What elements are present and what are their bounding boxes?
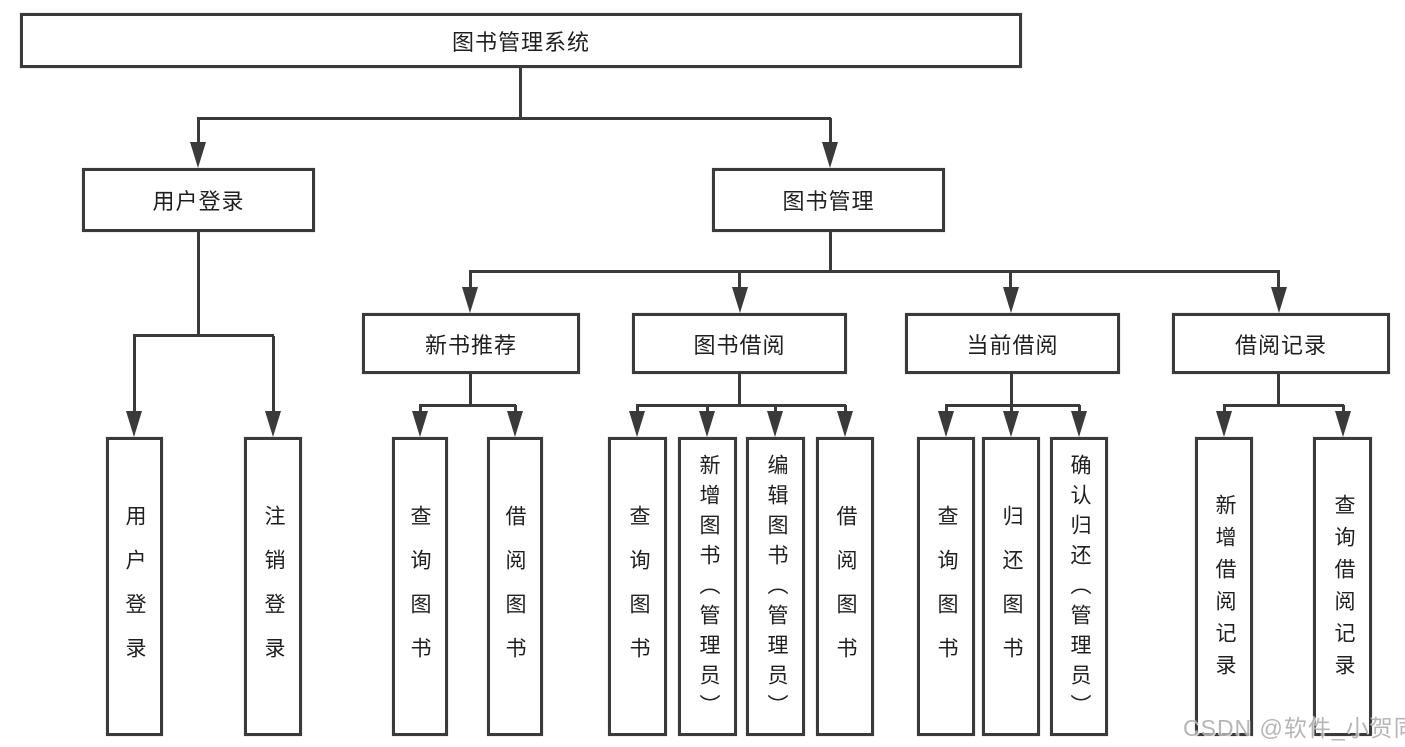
connector-line <box>636 404 846 407</box>
leaf-user-login: 用户登录 <box>106 437 163 736</box>
leaf-query-borrow-record: 查询借阅记录 <box>1313 437 1372 736</box>
leaf-borrow-books: 借阅图书 <box>816 437 874 736</box>
arrowhead-icon <box>507 411 523 437</box>
connector-line <box>469 372 472 406</box>
arrowhead-icon <box>1003 411 1019 437</box>
arrowhead-icon <box>265 411 281 437</box>
arrowhead-icon <box>126 411 142 437</box>
connector-line <box>1277 271 1280 288</box>
arrowhead-icon <box>699 411 715 437</box>
arrowhead-icon <box>629 411 645 437</box>
connector-line <box>774 405 777 412</box>
connector-line <box>272 336 275 412</box>
node-book-management: 图书管理 <box>712 168 945 232</box>
connector-line <box>829 230 832 271</box>
arrowhead-icon <box>1271 287 1287 313</box>
node-user-login: 用户登录 <box>82 168 315 232</box>
node-new-book-recommend: 新书推荐 <box>362 313 580 374</box>
connector-line <box>197 118 200 143</box>
connector-line <box>1009 271 1012 288</box>
arrowhead-icon <box>462 287 478 313</box>
node-book-borrow: 图书借阅 <box>632 313 847 374</box>
leaf-query-books-current: 查询图书 <box>917 437 975 736</box>
arrowhead-icon <box>938 411 954 437</box>
leaf-add-book-admin: 新增图书（管理员） <box>678 437 737 736</box>
connector-line <box>738 271 741 288</box>
arrowhead-icon <box>1335 411 1351 437</box>
connector-line <box>945 405 948 412</box>
connector-line <box>419 405 422 412</box>
connector-line <box>469 271 472 288</box>
leaf-query-books-recommend: 查询图书 <box>392 437 448 736</box>
connector-line <box>1010 405 1013 412</box>
node-current-borrow: 当前借阅 <box>905 313 1120 374</box>
connector-line <box>1277 372 1280 405</box>
leaf-add-borrow-record: 新增借阅记录 <box>1195 437 1253 736</box>
connector-line <box>133 334 274 337</box>
connector-line <box>636 405 639 412</box>
arrowhead-icon <box>1071 411 1087 437</box>
csdn-watermark: CSDN @软件_小贺同学 <box>1183 715 1405 741</box>
leaf-return-books: 归还图书 <box>982 437 1040 736</box>
connector-line <box>1010 372 1013 405</box>
arrowhead-icon <box>767 411 783 437</box>
arrowhead-icon <box>1003 287 1019 313</box>
arrowhead-icon <box>1216 411 1232 437</box>
connector-line <box>1342 405 1345 412</box>
arrowhead-icon <box>837 411 853 437</box>
node-borrow-records: 借阅记录 <box>1172 313 1390 374</box>
leaf-borrow-books-recommend: 借阅图书 <box>487 437 543 736</box>
connector-line <box>197 117 831 120</box>
connector-line <box>706 405 709 412</box>
leaf-edit-book-admin: 编辑图书（管理员） <box>746 437 805 736</box>
connector-line <box>1223 404 1344 407</box>
connector-line <box>514 405 517 412</box>
connector-line <box>419 404 516 407</box>
connector-line <box>133 336 136 412</box>
arrowhead-icon <box>412 411 428 437</box>
connector-line <box>844 405 847 412</box>
connector-line <box>738 372 741 405</box>
arrowhead-icon <box>732 287 748 313</box>
connector-line <box>1223 405 1226 412</box>
node-library-system: 图书管理系统 <box>20 13 1022 68</box>
arrowhead-icon <box>822 142 838 168</box>
arrowhead-icon <box>190 142 206 168</box>
leaf-confirm-return-admin: 确认归还（管理员） <box>1050 437 1108 736</box>
connector-line <box>469 270 1280 273</box>
connector-line <box>519 66 522 118</box>
connector-line <box>829 118 832 143</box>
leaf-logout: 注销登录 <box>244 437 302 736</box>
connector-line <box>1078 405 1081 412</box>
leaf-query-books-borrow: 查询图书 <box>608 437 667 736</box>
connector-line <box>197 230 200 335</box>
